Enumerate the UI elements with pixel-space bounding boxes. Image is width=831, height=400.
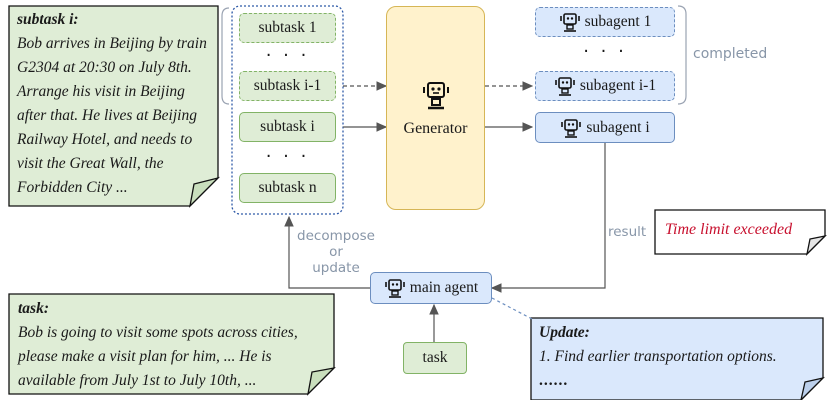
subtask-note: subtask i: Bob arrives in Beijing by tra… (9, 6, 218, 206)
robot-icon (384, 279, 405, 298)
subtask-i-box: subtask i (239, 112, 336, 142)
generator-label: Generator (403, 120, 468, 137)
subtask-note-body: Bob arrives in Beijing by train G2304 at… (17, 35, 207, 196)
subtask-ellipsis-bottom: · · · (265, 146, 310, 167)
subagent-ellipsis: · · · (583, 41, 627, 62)
subtask-1-box: subtask 1 (239, 13, 336, 43)
subtask-n-box: subtask n (239, 173, 336, 203)
result-label: result (608, 224, 647, 240)
decompose-label: decompose (297, 228, 375, 244)
task-note-body: Bob is going to visit some spots across … (18, 324, 298, 389)
robot-icon (555, 77, 575, 96)
generator-box: Generator (386, 6, 485, 210)
subtask-i-label: subtask i (260, 118, 315, 135)
decompose-or-update-label: decompose or update (290, 228, 382, 276)
or-label: or (329, 244, 343, 260)
robot-icon (561, 118, 582, 138)
subtask-ellipsis-top: · · · (265, 45, 310, 66)
task-note: task: Bob is going to visit some spots a… (9, 294, 334, 394)
subtask-n-label: subtask n (258, 179, 317, 196)
subagent-i-label: subagent i (586, 118, 650, 136)
update-label: update (312, 260, 360, 276)
update-note-dots: ...... (539, 372, 569, 389)
main-agent-label: main agent (409, 279, 479, 296)
subtask-1-label: subtask 1 (258, 19, 317, 36)
result-note: Time limit exceeded (655, 210, 825, 254)
robot-icon (559, 13, 580, 32)
subagent-1-label: subagent 1 (584, 13, 652, 30)
task-box: task (403, 342, 467, 374)
subagent-i-minus-1-box: subagent i-1 (535, 71, 675, 101)
update-note: Update: 1. Find earlier transportation o… (531, 318, 823, 400)
subagent-i-box: subagent i (535, 112, 675, 143)
update-note-line: 1. Find earlier transportation options. (539, 348, 777, 365)
task-note-title: task: (18, 300, 49, 317)
subagent-i-minus-1-label: subagent i-1 (579, 77, 657, 94)
result-note-text: Time limit exceeded (665, 221, 793, 238)
subtask-note-title: subtask i: (17, 11, 79, 28)
completed-label: completed (693, 46, 768, 62)
robot-icon (422, 82, 449, 110)
main-agent-box: main agent (370, 272, 492, 304)
subtask-i-minus-1-box: subtask i-1 (239, 71, 336, 101)
subtask-i-minus-1-label: subtask i-1 (253, 77, 322, 94)
update-note-title: Update: (539, 324, 590, 341)
task-box-label: task (422, 349, 448, 366)
subagent-1-box: subagent 1 (535, 7, 675, 37)
